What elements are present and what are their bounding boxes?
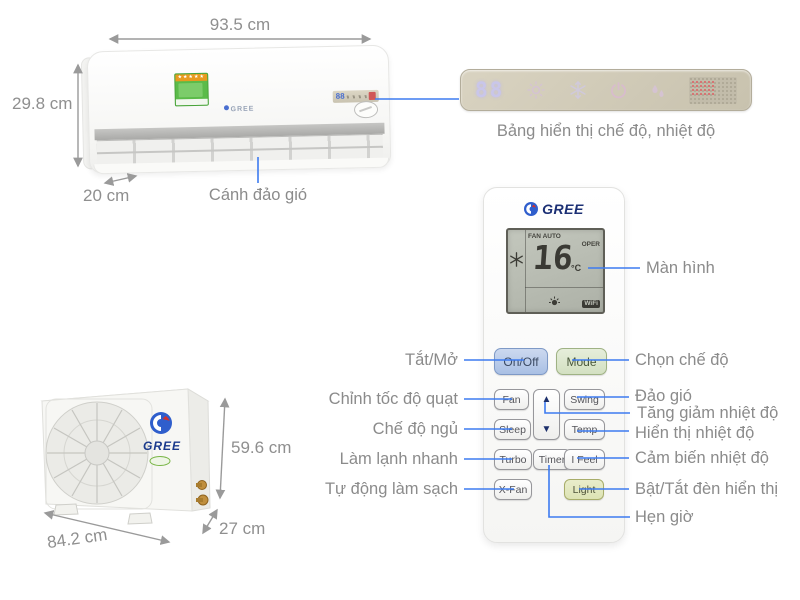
gree-logo-swirl (153, 415, 161, 431)
label-fast-cooling: Làm lạnh nhanh (339, 450, 458, 468)
sun-icon (527, 81, 545, 99)
label-display-light: Bật/Tắt đèn hiển thị (635, 480, 779, 498)
mode-button: Mode (556, 348, 607, 375)
energy-label-stars: ★★★★★ (175, 73, 208, 82)
energy-label-footer (175, 98, 208, 106)
on-off-button: On/Off (494, 348, 548, 375)
temp-button: Temp (564, 419, 605, 440)
timer-button: Timer (533, 449, 571, 470)
dot-matrix-display (689, 76, 737, 104)
snowflake-icon (569, 81, 586, 99)
indoor-height-label: 29.8 cm (12, 94, 73, 113)
power-icon (610, 81, 626, 98)
refrigerant-valves (196, 480, 209, 506)
lcd-light-icon (549, 296, 560, 306)
i-feel-button: I Feel (564, 449, 605, 470)
lcd-snowflake-icon (510, 252, 523, 267)
indoor-display-dots (346, 94, 367, 99)
remote-brand-logo: GREE (484, 201, 624, 217)
outdoor-foot-right (127, 512, 153, 525)
lcd-wifi-badge: WiFi (582, 299, 600, 308)
arrow-down-icon: ▼ (541, 424, 552, 435)
screen-label: Màn hình (646, 259, 715, 277)
display-panel-caption: Bảng hiển thị chế độ, nhiệt độ (496, 122, 716, 140)
outdoor-brand-text: GREE (143, 439, 181, 453)
gree-logo-icon (223, 105, 229, 111)
fan-hub (84, 440, 110, 466)
swing-button: Swing (564, 389, 605, 410)
lcd-temperature: 16 (531, 238, 575, 277)
outdoor-depth-label: 27 cm (219, 519, 266, 538)
fan-button: Fan (494, 389, 529, 410)
label-sleep-mode: Chế độ ngủ (372, 420, 458, 438)
display-panel-illustration: 88 (460, 69, 752, 111)
label-temp-display: Hiển thị nhiệt độ (635, 424, 755, 442)
outdoor-foot-left (53, 503, 79, 516)
indoor-unit-illustration: ★★★★★ GREE 88 (80, 44, 392, 175)
lcd-oper-status: OPER (581, 241, 600, 248)
indoor-display-red-light (368, 91, 376, 101)
sleep-button: Sleep (494, 419, 531, 440)
lcd-temp-unit: °C (571, 263, 582, 273)
dot-matrix-lit-area (691, 79, 715, 95)
indoor-display-strip: 88 (332, 89, 379, 103)
turbo-button: Turbo (494, 449, 532, 470)
label-temp-sensor: Cảm biến nhiệt độ (635, 449, 769, 467)
fan-spokes (47, 403, 147, 503)
arrow-up-icon: ▲ (541, 394, 552, 405)
energy-label-body (178, 82, 203, 98)
label-on-off: Tắt/Mở (405, 351, 458, 369)
depth-arrow-indoor (103, 173, 138, 186)
remote-brand-text: GREE (542, 201, 584, 217)
label-self-clean: Tự động làm sạch (324, 480, 458, 498)
gree-logo-red (162, 416, 170, 421)
lcd-fan-mode: FAN AUTO (528, 233, 561, 240)
label-timer: Hẹn giờ (635, 508, 694, 526)
remote-lcd-screen: FAN AUTO OPER 16 °C WiFi (506, 228, 605, 314)
gree-sub-badge (149, 456, 171, 466)
light-button: Light (564, 479, 604, 500)
lcd-divider-horizontal (525, 287, 603, 288)
indoor-display-digits: 88 (335, 91, 345, 101)
indoor-depth-label: 20 cm (83, 186, 130, 205)
label-swing: Đảo gió (635, 387, 692, 405)
lcd-divider-vertical (525, 230, 526, 312)
outdoor-height-label: 59.6 cm (231, 438, 292, 457)
x-fan-button: X-Fan (494, 479, 532, 500)
temp-up-down-button: ▲ ▼ (533, 389, 560, 440)
gree-logo-icon (524, 202, 539, 216)
label-fan-speed: Chỉnh tốc độ quạt (328, 390, 458, 408)
indoor-width-label: 93.5 cm (209, 15, 271, 34)
louver-label: Cánh đảo gió (208, 186, 308, 204)
humidity-drops-icon (652, 84, 664, 97)
remote-control: GREE FAN AUTO OPER 16 °C (483, 187, 625, 543)
indoor-brand-text: GREE (230, 105, 255, 114)
label-temp-adjust: Tăng giảm nhiệt độ (637, 404, 779, 422)
outdoor-unit-illustration: GREE (40, 388, 211, 525)
label-mode-select: Chọn chế độ (635, 351, 729, 369)
panel-temp-digits: 88 (475, 77, 505, 102)
energy-label: ★★★★★ (174, 72, 209, 107)
